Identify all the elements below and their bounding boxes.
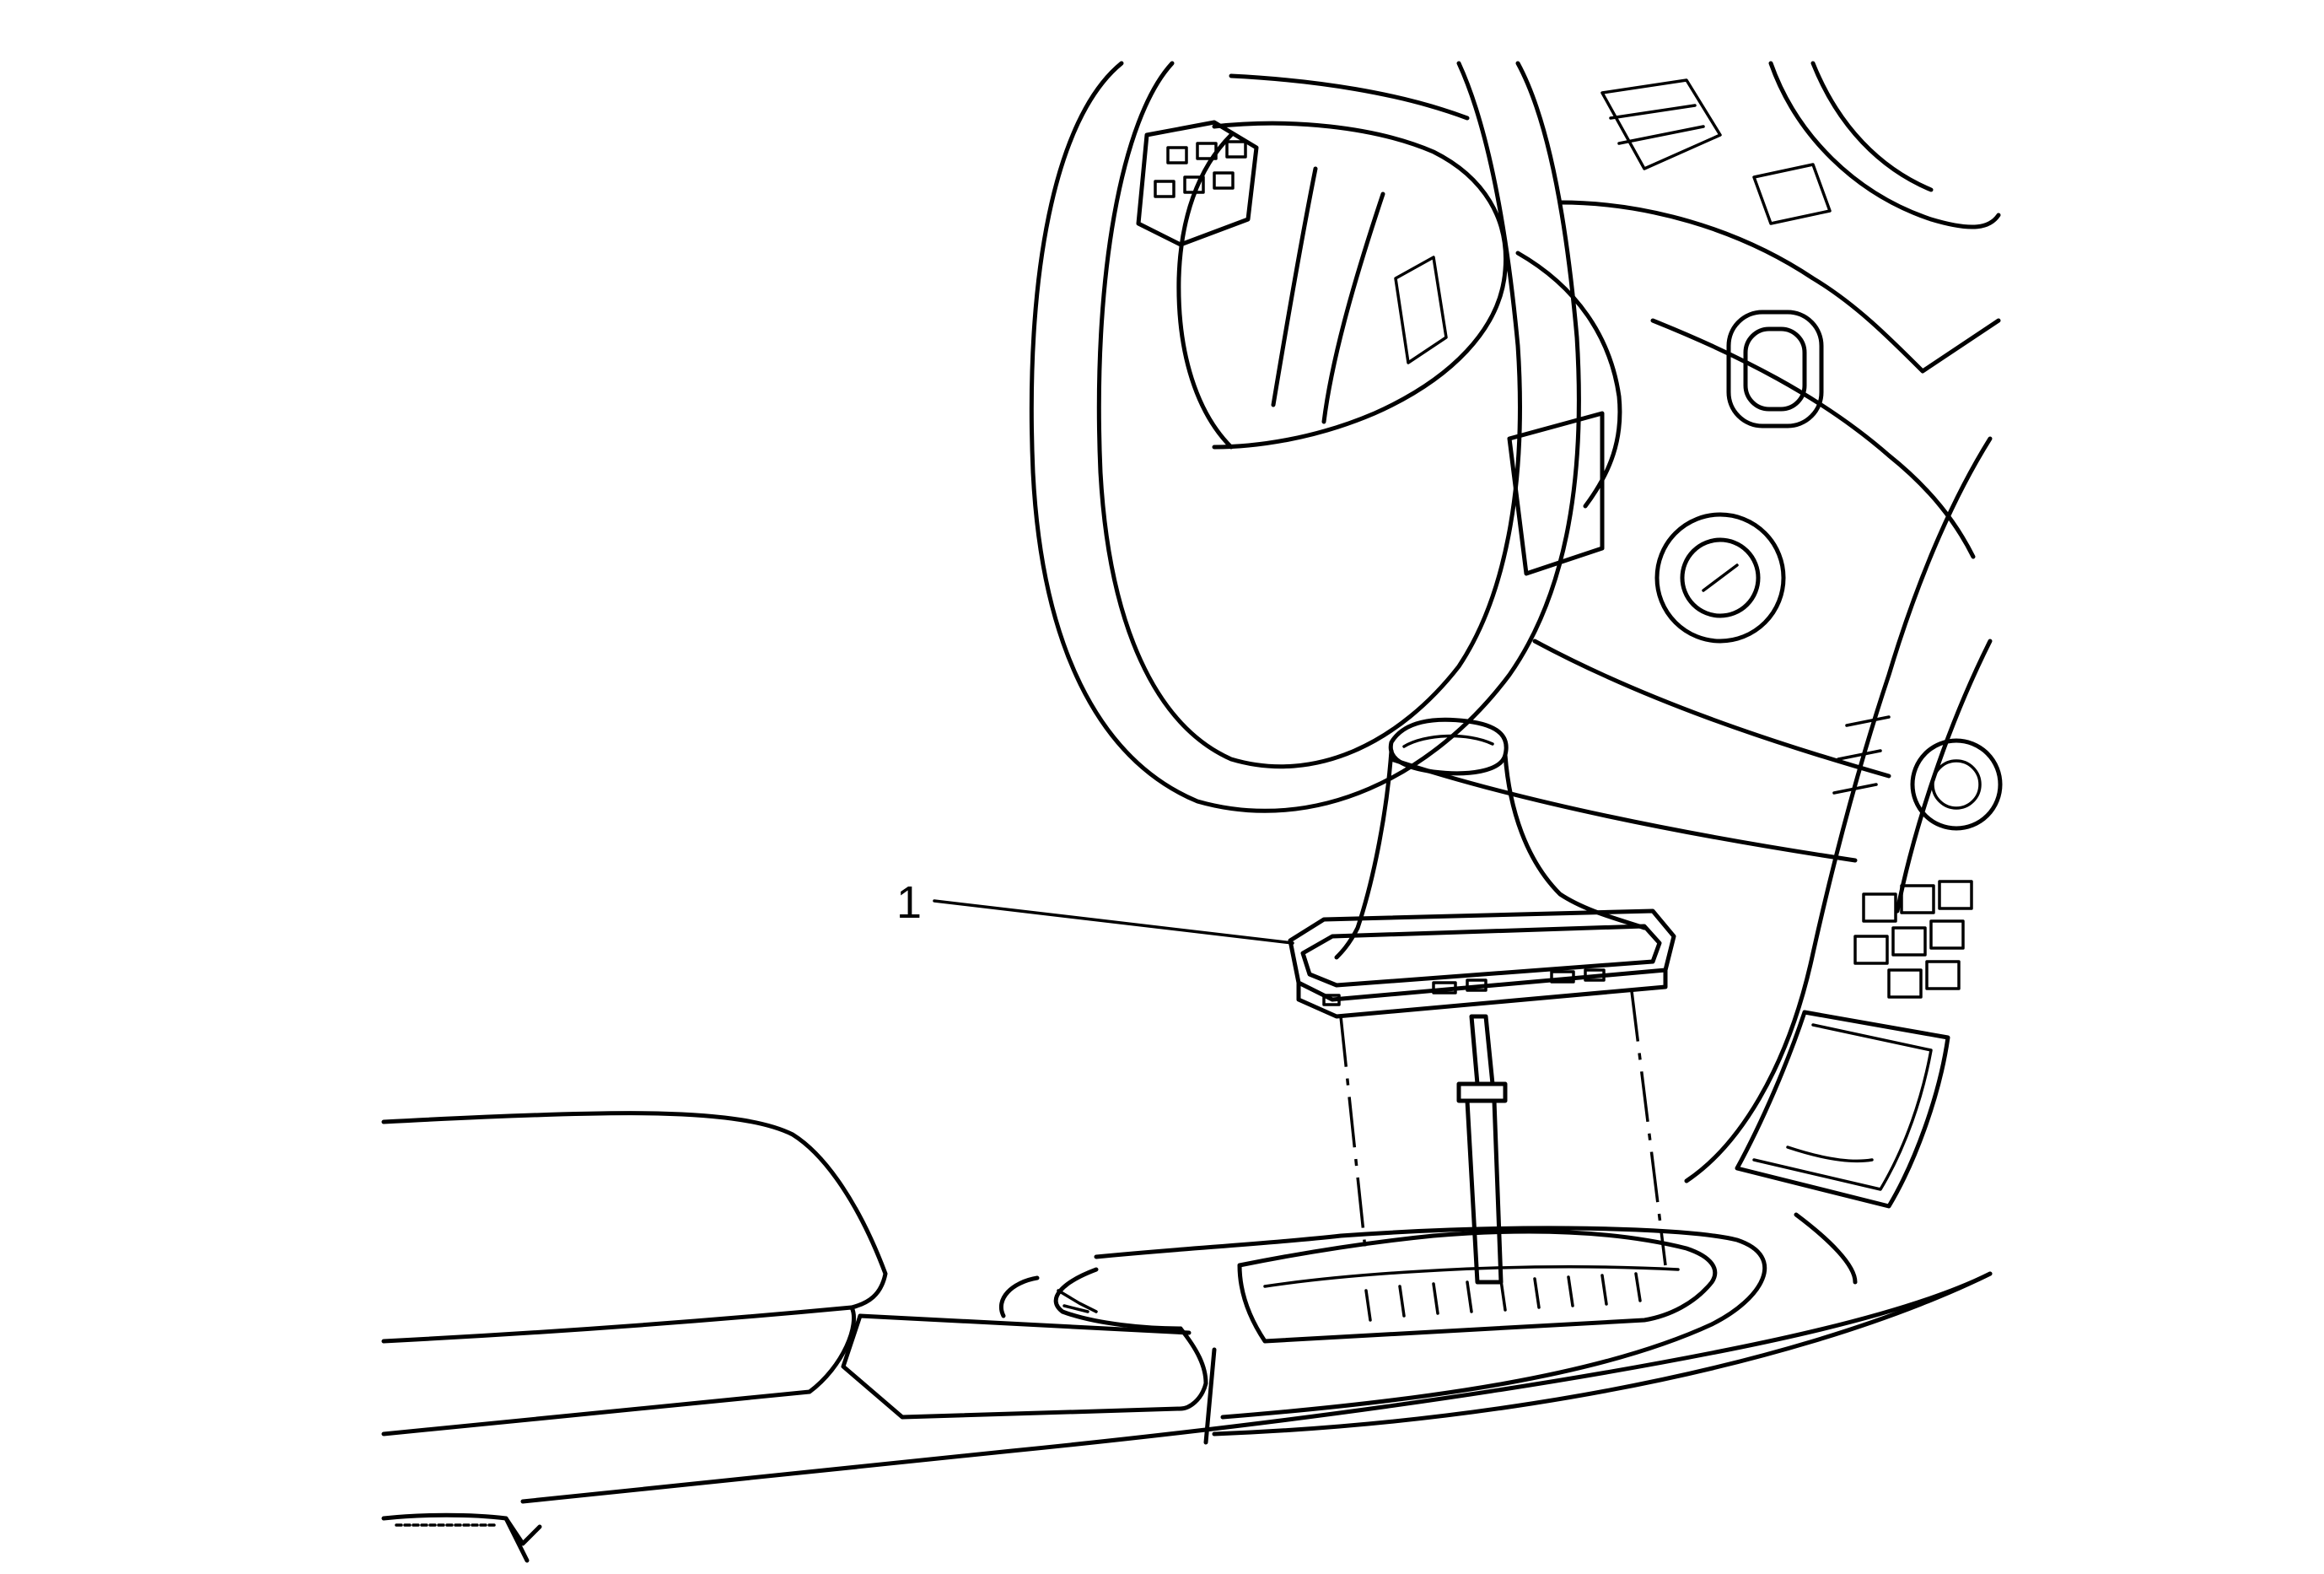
shift-lever — [1456, 1014, 1508, 1285]
callout-1-label: 1 — [896, 877, 922, 928]
headlamp-switch — [1726, 310, 1824, 429]
installation-guide-lines — [1339, 990, 1667, 1266]
console-shifter-opening — [1237, 1229, 1718, 1344]
callout-1: 1 — [896, 877, 1294, 945]
steering-wheel-switch-pad — [1136, 120, 1259, 247]
center-console — [520, 1212, 1993, 1504]
dashboard-lower — [1389, 639, 1891, 863]
seat-edge — [381, 1512, 542, 1563]
console-armrest — [381, 1111, 888, 1437]
storage-bin — [1735, 1010, 1950, 1209]
steering-wheel — [1029, 61, 1581, 813]
center-stack — [1684, 436, 2003, 1183]
ignition-lock-cylinder — [1654, 512, 1786, 644]
steering-wheel-airbag — [1176, 121, 1509, 450]
dashboard-upper — [1557, 200, 2001, 559]
shift-boot — [1288, 717, 1676, 1019]
steering-column-cover — [1507, 251, 1622, 576]
instrument-cluster — [1600, 61, 2001, 229]
